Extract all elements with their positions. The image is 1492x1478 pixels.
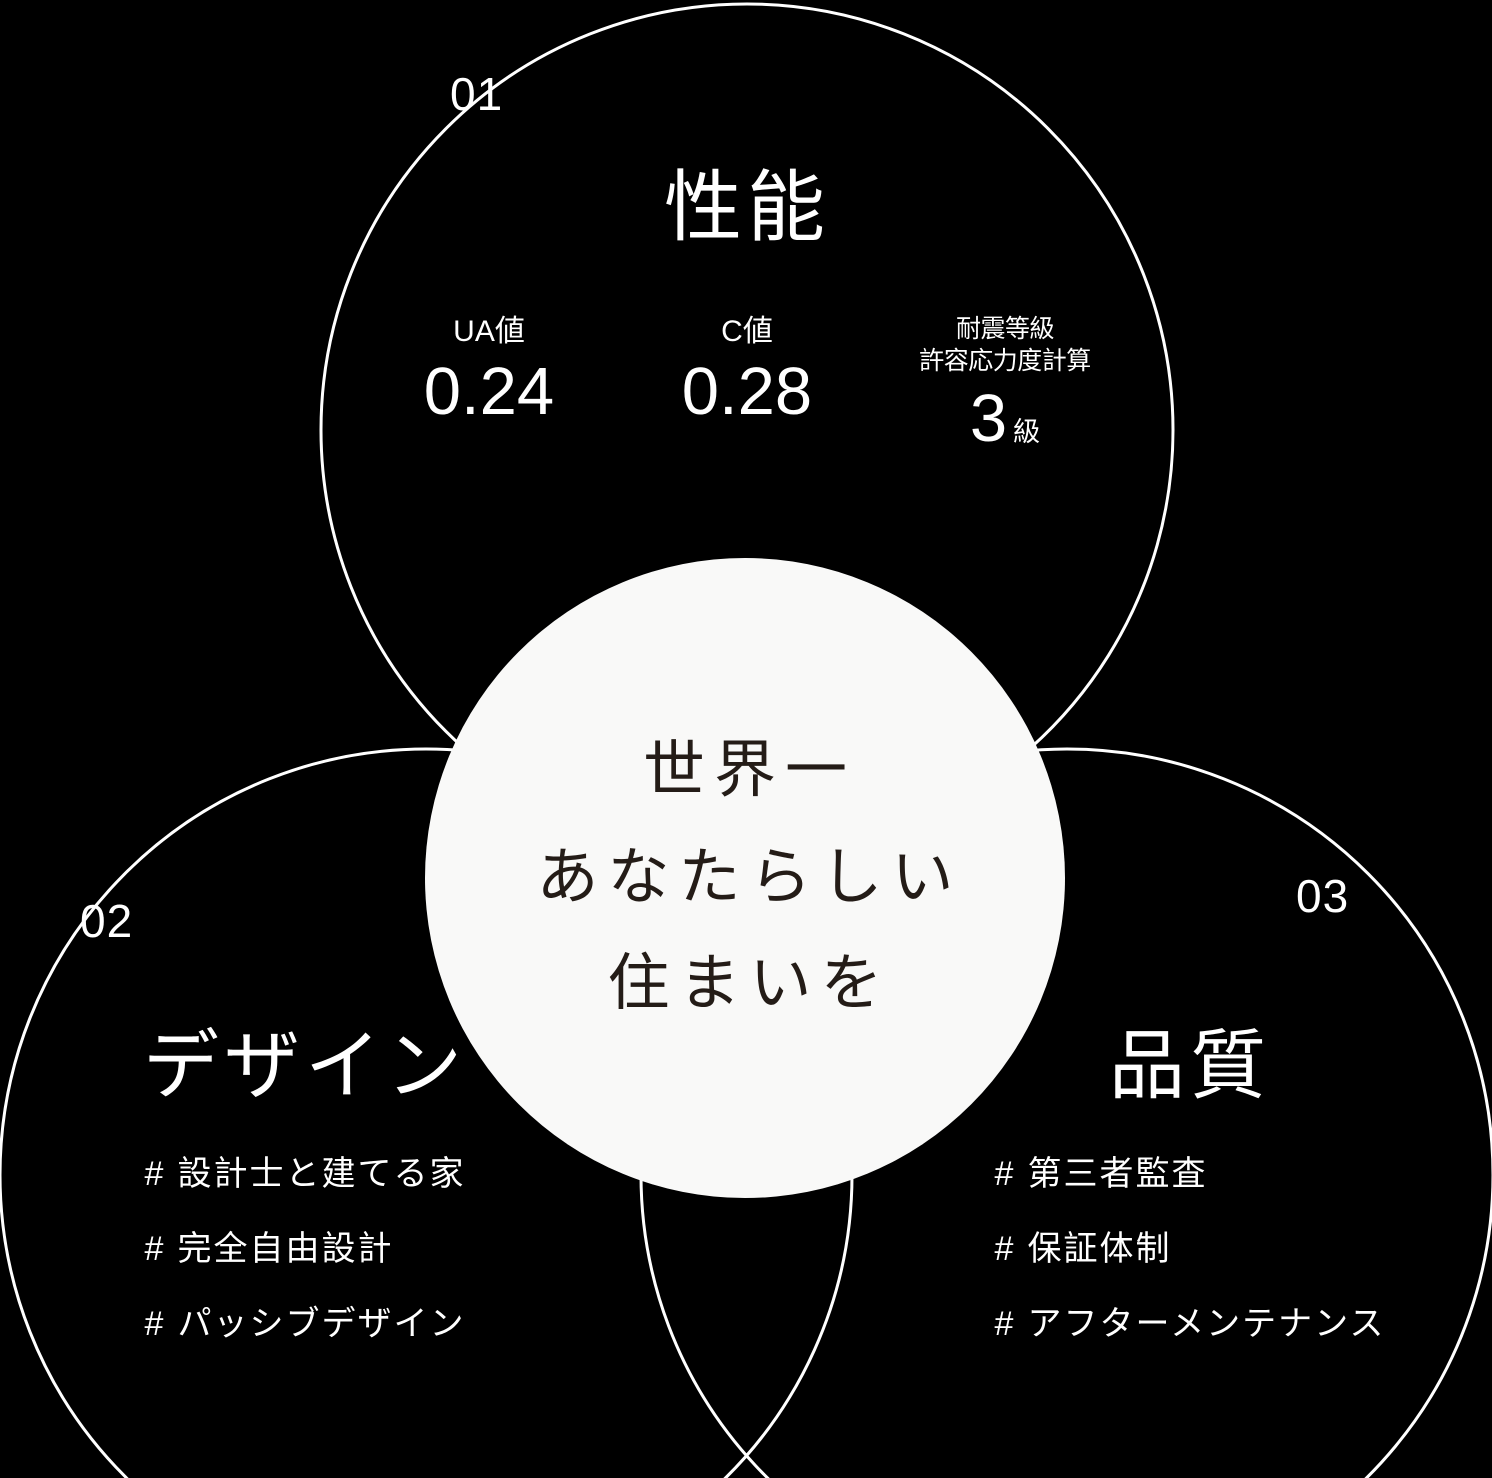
hash-icon: #: [994, 1304, 1016, 1343]
metric-seismic-label: 耐震等級 許容応力度計算: [910, 313, 1100, 378]
hash-icon: #: [144, 1304, 166, 1343]
list-item: # 設計士と建てる家: [145, 1157, 466, 1191]
metric-c: C値 0.28: [652, 313, 842, 428]
center-tagline-line-2: あなたらしい: [536, 843, 963, 912]
center-circle: 世界一 あなたらしい 住まいを: [425, 558, 1065, 1198]
group-title-quality: 品質: [1109, 1024, 1271, 1109]
metric-seismic-unit: 級: [1013, 416, 1041, 447]
center-tagline-line-3: 住まいを: [607, 950, 892, 1019]
group-design: デザイン # 設計士と建てる家 # 完全自由設計 # パッシブデザイン: [35, 1025, 575, 1341]
list-item: # 完全自由設計: [145, 1232, 466, 1266]
center-tagline-line-1: 世界一: [642, 737, 856, 806]
metric-ua: UA値 0.24: [394, 313, 584, 428]
list-item: # 第三者監査: [995, 1157, 1386, 1191]
metric-seismic-label-line1: 耐震等級: [955, 314, 1055, 343]
hash-icon: #: [144, 1229, 166, 1268]
quality-tag-list: # 第三者監査 # 保証体制 # アフターメンテナンス: [995, 1157, 1386, 1341]
list-item-label: 設計士と建てる家: [177, 1154, 466, 1193]
hash-icon: #: [144, 1154, 166, 1193]
group-title-design: デザイン: [143, 1024, 467, 1109]
circle-index-03: 03: [1296, 870, 1350, 922]
design-tag-list: # 設計士と建てる家 # 完全自由設計 # パッシブデザイン: [145, 1157, 466, 1341]
hash-icon: #: [994, 1229, 1016, 1268]
circle-index-02: 02: [80, 895, 134, 947]
circle-index-01: 01: [450, 68, 504, 120]
group-title-performance: 性能: [663, 163, 830, 251]
group-quality: 品質 # 第三者監査 # 保証体制 # アフターメンテナンス: [920, 1025, 1460, 1341]
list-item-label: 完全自由設計: [177, 1229, 394, 1268]
list-item-label: アフターメンテナンス: [1027, 1304, 1386, 1343]
metric-seismic-grade: 3: [969, 380, 1008, 456]
metric-ua-value: 0.24: [423, 354, 555, 430]
center-tagline: 世界一 あなたらしい 住まいを: [527, 718, 962, 1038]
list-item-label: 保証体制: [1027, 1229, 1172, 1268]
list-item: # アフターメンテナンス: [995, 1307, 1386, 1341]
list-item-label: パッシブデザイン: [177, 1304, 466, 1343]
metric-ua-label: UA値: [453, 314, 525, 348]
metric-seismic-label-line2: 許容応力度計算: [919, 347, 1091, 376]
list-item: # 保証体制: [995, 1232, 1386, 1266]
list-item: # パッシブデザイン: [145, 1307, 466, 1341]
hash-icon: #: [994, 1154, 1016, 1193]
metric-c-label: C値: [721, 314, 773, 348]
metric-c-value: 0.28: [681, 354, 813, 430]
list-item-label: 第三者監査: [1027, 1154, 1208, 1193]
